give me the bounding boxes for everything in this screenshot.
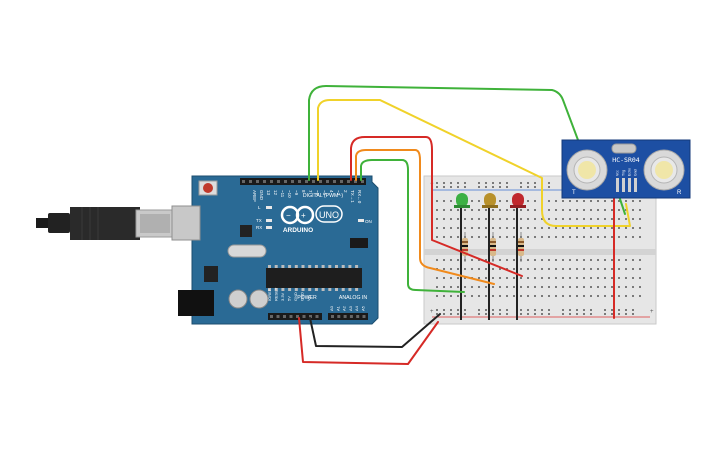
digital-pin-label: ~6 [315, 190, 320, 196]
svg-text:+: + [430, 309, 434, 315]
led-l [266, 206, 272, 209]
digital-pin-label: ~3 [336, 190, 341, 196]
sensor-transmitter [566, 149, 608, 191]
led-tx [266, 219, 272, 222]
wire-yellow-echo[interactable] [317, 99, 631, 227]
led-yellow[interactable] [482, 193, 498, 208]
usb-chip [240, 225, 252, 237]
capacitor-1 [228, 289, 248, 309]
atmega-chip [266, 268, 362, 288]
analog-pin-label: A5 [361, 305, 366, 311]
analog-pin-label: A1 [335, 305, 340, 311]
wire-red-5v[interactable] [298, 317, 439, 365]
digital-pin-label: RX←0 [357, 190, 362, 204]
wire-orange-led[interactable] [355, 149, 495, 285]
digital-header[interactable] [240, 178, 366, 185]
sensor-pin-label: Gnd [634, 169, 638, 176]
analog-pin-label: A0 [329, 305, 334, 311]
sensor-t-mark: T [572, 190, 576, 196]
icsp-header [350, 238, 368, 248]
usb-port[interactable] [171, 205, 201, 241]
crystal [227, 244, 267, 258]
arduino-logo: − + UNO ARDUINO [280, 205, 343, 234]
power-pin-label: RESET [274, 287, 279, 301]
power-jack[interactable] [178, 290, 214, 316]
brand-label: ARDUINO [283, 227, 313, 234]
digital-pin-label: 4 [329, 190, 334, 193]
sensor-r-mark: R [677, 190, 682, 196]
resistor-3[interactable] [518, 232, 524, 262]
svg-text:+: + [650, 309, 654, 315]
digital-pin-label: ~10 [287, 190, 292, 198]
digital-pin-label: AREF [252, 190, 257, 202]
analog-header[interactable] [328, 313, 368, 320]
resistor-1[interactable] [462, 232, 468, 262]
power-pin-label: 5V [287, 296, 292, 301]
wire-black-gnd[interactable] [309, 313, 441, 348]
wire-green-trig[interactable] [308, 85, 579, 181]
digital-pin-label: ~11 [280, 190, 285, 198]
wire-green-led[interactable] [360, 159, 465, 293]
led-rx [266, 226, 272, 229]
breadboard-channel [424, 249, 656, 255]
digital-label: DIGITAL (PWM~) [303, 193, 343, 199]
reset-button[interactable] [203, 183, 213, 193]
sensor-model-label: HC-SR04 [612, 156, 639, 164]
power-pin-label: IOREF [267, 288, 272, 301]
digital-pin-label: 7 [308, 190, 313, 193]
digital-pin-label: GND [259, 190, 264, 201]
sensor-receiver [643, 149, 685, 191]
svg-text:+: + [301, 211, 306, 220]
sensor-pin[interactable] [628, 178, 631, 192]
digital-pin-label: 2 [343, 190, 348, 193]
led-green[interactable] [454, 193, 470, 208]
sensor-pin-label: Vcc [616, 170, 620, 176]
sensor-pin[interactable] [634, 178, 637, 192]
analog-pin-label: A4 [354, 305, 359, 311]
ground-jumpers[interactable] [460, 208, 518, 320]
digital-pin-label: 12 [273, 190, 278, 196]
digital-pin-label: 8 [301, 190, 306, 193]
analog-pin-label: A3 [348, 305, 353, 311]
digital-pin-label: TX→1 [350, 190, 355, 203]
on-label: ON [365, 219, 372, 224]
led-red[interactable] [510, 193, 526, 208]
tx-label: TX [256, 218, 262, 223]
rx-label: RX [256, 225, 262, 230]
model-label: UNO [319, 210, 339, 220]
analog-label: ANALOG IN [339, 295, 368, 301]
power-pin-label: Vin [306, 295, 311, 301]
power-pin-label: 3.3V [280, 292, 285, 301]
power-label: POWER [297, 295, 317, 301]
analog-pin-label: A2 [342, 305, 347, 311]
wire-green-sensor[interactable] [618, 195, 626, 215]
digital-pin-label: 13 [266, 190, 271, 196]
capacitor-2 [249, 289, 269, 309]
led-on [358, 219, 364, 222]
digital-pin-label: ~5 [322, 190, 327, 196]
sensor-crystal [611, 143, 637, 154]
power-header[interactable] [268, 313, 322, 320]
l-label: L [258, 205, 261, 210]
sensor-pin[interactable] [616, 178, 619, 192]
digital-pin-label: ~9 [294, 190, 299, 196]
usb-cable[interactable] [36, 207, 175, 240]
regulator [204, 266, 218, 282]
power-pin-label: GND [293, 292, 298, 301]
resistor-2[interactable] [490, 232, 496, 262]
power-pin-label: GND [300, 292, 305, 301]
svg-text:−: − [286, 211, 291, 220]
wire-red-led[interactable] [350, 136, 523, 277]
sensor-pin-label: Echo [628, 168, 632, 176]
sensor-pin-label: Trig [622, 170, 626, 176]
sensor-pin[interactable] [622, 178, 625, 192]
